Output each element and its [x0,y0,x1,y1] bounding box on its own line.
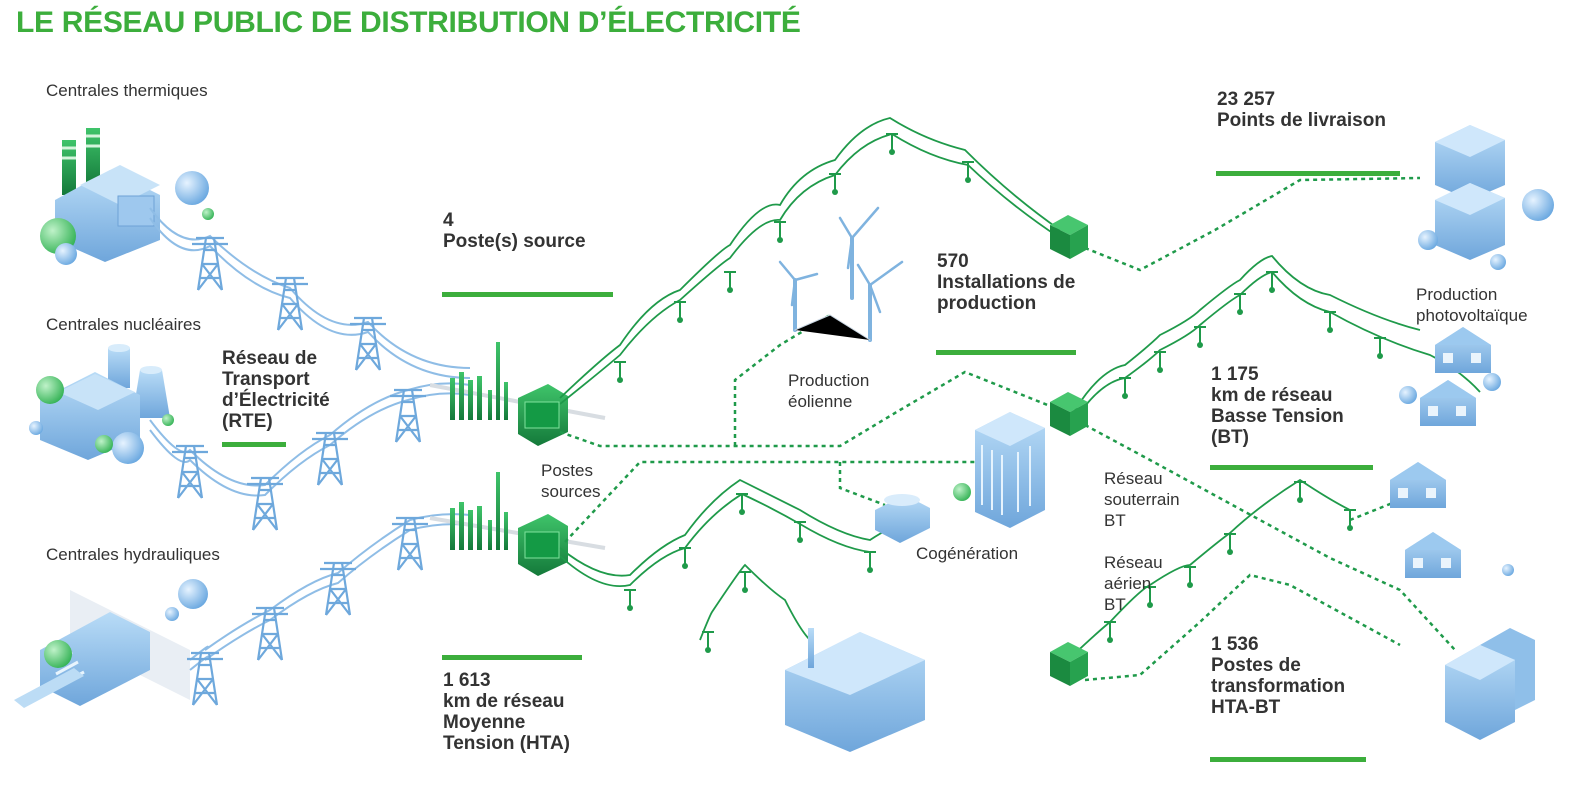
stat-postes-source-bar [442,292,613,297]
label-thermal-plants: Centrales thermiques [46,81,208,100]
city-buildings-icon [1445,628,1535,740]
label-cogeneration: Cogénération [916,544,1019,563]
stat-hta-bar [442,655,582,660]
stat-bt-bar [1210,465,1373,470]
hydro-plant-icon [14,579,208,708]
label-rte: Réseau de Transport d’Électricité (RTE) [222,348,330,432]
page-title: LE RÉSEAU PUBLIC DE DISTRIBUTION D’ÉLECT… [16,6,801,39]
label-overhead-network: Réseau aérien BT [1104,553,1163,614]
apartment-building-icon [1418,125,1554,270]
stat-livraison: 23 257 Points de livraison [1217,89,1386,131]
stat-transformation: 1 536 Postes de transformation HTA-BT [1211,634,1346,718]
stat-bt: 1 175 km de réseau Basse Tension (BT) [1211,364,1344,448]
label-underground-network: Réseau souterrain BT [1104,469,1180,530]
stat-installations-bar [936,350,1076,355]
stat-transformation-bar [1210,757,1366,762]
office-tower-icon [953,412,1045,528]
house-icon [1390,462,1514,578]
label-solar-production: Production photovoltaïque [1416,285,1528,325]
label-postes-sources: Postes sources [541,461,601,501]
stat-postes-source: 4 Poste(s) source [443,210,586,252]
hta-lines [559,117,1481,659]
label-wind-production: Production éolienne [788,371,870,411]
label-nuclear-plants: Centrales nucléaires [46,315,201,334]
substation-icon [450,342,568,576]
industrial-building-icon [785,628,925,752]
stat-hta: 1 613 km de réseau Moyenne Tension (HTA) [443,670,570,754]
nuclear-plant-icon [29,344,174,464]
wind-turbine-icon [778,206,904,342]
rte-bar [222,442,286,447]
stat-installations: 570 Installations de production [937,251,1076,314]
thermal-plant-icon [40,128,214,265]
stat-livraison-bar [1216,171,1400,176]
solar-house-icon [1399,327,1501,426]
label-hydro-plants: Centrales hydrauliques [46,545,220,564]
cogeneration-icon [875,494,930,543]
